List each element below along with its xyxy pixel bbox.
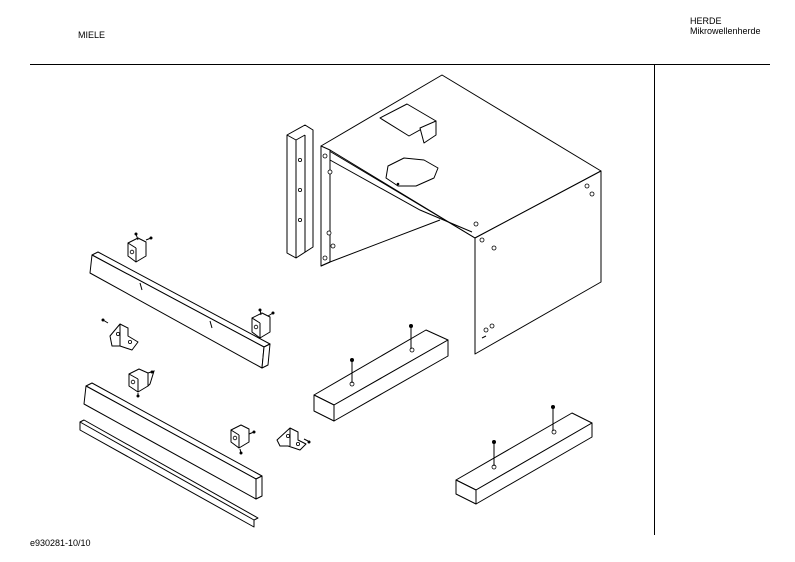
- bracket-1: [127, 232, 153, 263]
- bracket-3: [128, 368, 155, 398]
- subcategory-label: Mikrowellenherde: [690, 26, 761, 36]
- front-panel-upper: [89, 251, 271, 369]
- bracket-2: [251, 308, 275, 339]
- document-id: e930281-10/10: [30, 538, 91, 548]
- category-label: HERDE: [690, 16, 722, 26]
- side-divider: [654, 65, 655, 535]
- angle-bracket-1: [101, 318, 139, 351]
- foot-block-1: [313, 324, 449, 422]
- cabinet-housing: [320, 74, 602, 355]
- category-block: HERDE Mikrowellenherde: [690, 16, 775, 36]
- brand-label: MIELE: [78, 30, 106, 40]
- front-trim-lower: [83, 382, 263, 500]
- foot-block-2: [455, 405, 593, 505]
- header-divider: [30, 64, 770, 65]
- bracket-4: [230, 424, 256, 455]
- thin-strip: [79, 419, 259, 528]
- vertical-rail: [286, 124, 314, 259]
- angle-bracket-2: [276, 427, 311, 451]
